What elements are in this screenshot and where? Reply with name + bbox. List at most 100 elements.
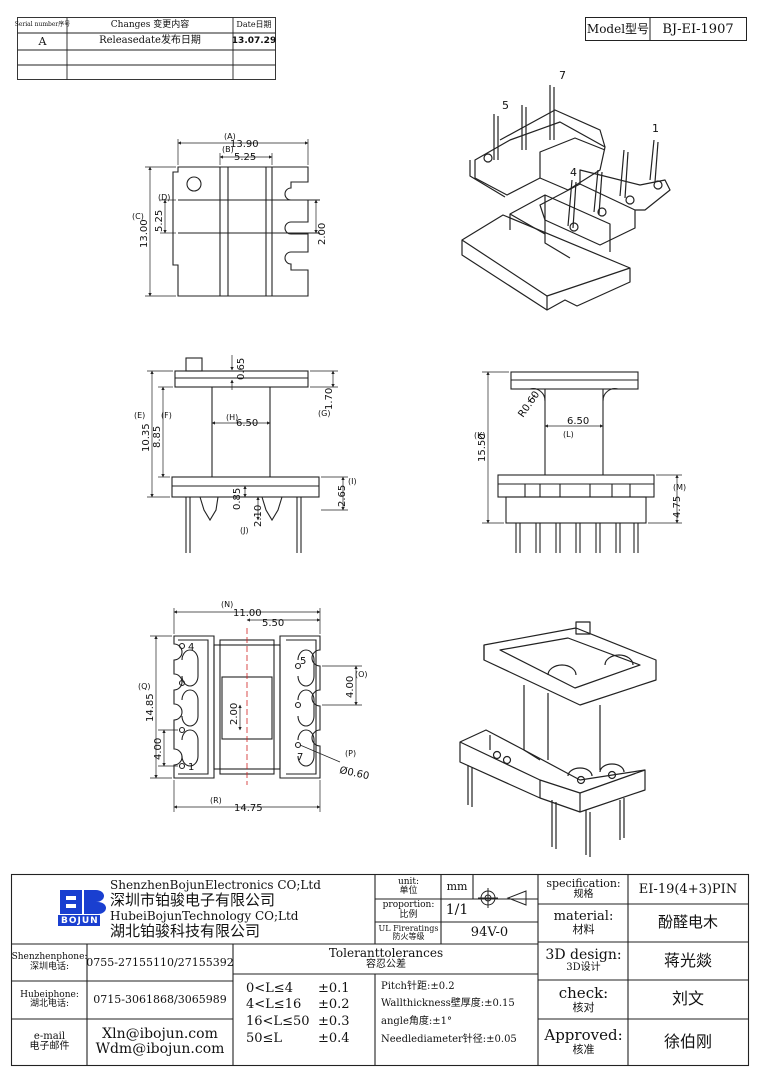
sz-phone-label: Shenzhenphone: bbox=[11, 952, 88, 963]
check-cell: check: 核对 bbox=[539, 980, 628, 1019]
rev-header-date: Date日期 bbox=[236, 20, 272, 30]
check-label-cn: 核对 bbox=[572, 1000, 595, 1014]
material-cell: material: 材料 bbox=[539, 904, 628, 942]
material-label: material: bbox=[553, 909, 614, 925]
model-box bbox=[585, 17, 747, 41]
rev-row-change: Releasedate发布日期 bbox=[99, 35, 201, 47]
dim-O-label: (O) bbox=[355, 670, 368, 679]
iso-pin-5: 5 bbox=[502, 99, 509, 112]
projection-symbol bbox=[478, 888, 527, 908]
dim-D-value: 5.25 bbox=[154, 210, 165, 232]
email-values: Xln@ibojun.com Wdm@ibojun.com bbox=[87, 1019, 233, 1065]
material-value: 酚醛电木 bbox=[657, 913, 718, 932]
dim-G-label: (G) bbox=[318, 409, 330, 418]
check-label: check: bbox=[558, 983, 609, 1002]
dim-J-label: (J) bbox=[240, 526, 249, 535]
title-block-grid bbox=[10, 873, 750, 1067]
design-label-cn: 3D设计 bbox=[566, 962, 601, 974]
ul-label-cn: 防火等级 bbox=[392, 932, 425, 941]
spec-label-cn: 规格 bbox=[573, 889, 594, 901]
dim-right-value: 2.00 bbox=[317, 223, 328, 245]
logo-text: BOJUN bbox=[61, 916, 99, 926]
approved-cell: Approved: 核准 bbox=[539, 1019, 628, 1065]
bottom-pin-1: 1 bbox=[188, 762, 194, 773]
sz-phone-label-cell: Shenzhenphone: 深圳电话: bbox=[11, 944, 88, 981]
hb-phone-label: Hubeiphone: bbox=[20, 989, 79, 1000]
dim-P-label: (P) bbox=[345, 749, 356, 758]
front-view bbox=[171, 357, 320, 553]
dim-H-value: 6.50 bbox=[236, 418, 258, 429]
tol-value-2: ±0.2 bbox=[318, 997, 350, 1012]
design-value: 蒋光燚 bbox=[663, 950, 712, 970]
dim-K-value: 15.50 bbox=[477, 433, 488, 462]
tol-note-needle: Needlediameter针径:±0.05 bbox=[381, 1034, 517, 1045]
dim-front-top: 0.65 bbox=[236, 358, 247, 380]
dim-bottom-top2: 5.50 bbox=[262, 618, 284, 629]
unit-value: mm bbox=[446, 880, 468, 894]
rev-row-date: 13.07.29 bbox=[231, 35, 277, 46]
email-1: Xln@ibojun.com bbox=[102, 1026, 218, 1043]
spec-label: specification: bbox=[546, 877, 621, 891]
company-en-1: ShenzhenBojunElectronics CO;Ltd bbox=[110, 878, 321, 892]
dim-A-label: (A) bbox=[224, 132, 236, 141]
tol-note-wall: Wallthickness壁厚度:±0.15 bbox=[381, 998, 515, 1009]
ul-cell: UL Fireratings 防火等级 bbox=[376, 922, 441, 944]
dim-C-value: 13.00 bbox=[139, 219, 150, 248]
iso-pin-1: 1 bbox=[652, 122, 659, 135]
proportion-label-cn: 比例 bbox=[399, 909, 418, 920]
unit-label-cn: 单位 bbox=[399, 886, 418, 896]
company-cn-2: 湖北铂骏科技有限公司 bbox=[110, 922, 261, 940]
spec-value: EI-19(4+3)PIN bbox=[638, 881, 738, 897]
dim-F-label: (F) bbox=[161, 411, 172, 420]
design-label: 3D design: bbox=[545, 947, 622, 964]
approved-label-cn: 核准 bbox=[572, 1043, 595, 1057]
revision-table bbox=[17, 17, 276, 80]
dim-C-label: (C) bbox=[132, 212, 144, 221]
bottom-pin-4: 4 bbox=[188, 642, 194, 653]
sz-phone-label-cn: 深圳电话: bbox=[29, 961, 70, 972]
dim-B-label: (B) bbox=[222, 145, 234, 154]
dim-I-label: (I) bbox=[348, 477, 357, 486]
dim-Q-value: 14.85 bbox=[145, 693, 156, 722]
dim-D-label: (D) bbox=[158, 193, 170, 202]
dim-N-value: 11.00 bbox=[233, 608, 262, 619]
material-label-cn: 材料 bbox=[572, 923, 595, 937]
email-label-cell: e-mail 电子邮件 bbox=[12, 1019, 87, 1065]
company-cn-1: 深圳市铂骏电子有限公司 bbox=[110, 891, 276, 909]
dim-N-label: (N) bbox=[221, 600, 233, 609]
hb-phone-label-cell: Hubeiphone: 湖北电话: bbox=[12, 981, 87, 1019]
bottom-pin-7: 7 bbox=[297, 752, 303, 763]
dim-E-label: (E) bbox=[134, 411, 145, 420]
proportion-label: proportion: bbox=[382, 900, 435, 911]
approved-value: 徐伯刚 bbox=[663, 1031, 712, 1051]
side-view bbox=[497, 371, 655, 553]
spec-cell: specification: 规格 bbox=[539, 875, 628, 904]
dim-side-H: 6.50 bbox=[567, 416, 589, 427]
dim-R-value: 14.75 bbox=[234, 803, 263, 814]
dim-E-value: 10.35 bbox=[141, 423, 152, 452]
top-view-outline bbox=[172, 166, 320, 297]
model-value: BJ-EI-1907 bbox=[662, 21, 734, 37]
rev-header-serial: Serial number序号 bbox=[14, 21, 71, 29]
tol-range-1: 0<L≤4 bbox=[246, 981, 293, 996]
hb-phone-value: 0715-3061868/3065989 bbox=[93, 993, 227, 1007]
dim-I-value: 2.65 bbox=[337, 485, 348, 507]
iso-pin-7: 7 bbox=[559, 69, 566, 82]
bojun-logo bbox=[58, 890, 106, 926]
ul-value: 94V-0 bbox=[470, 925, 509, 941]
dim-M-label: (M) bbox=[673, 483, 686, 492]
model-label: Model型号 bbox=[586, 22, 650, 37]
ul-label: UL Fireratings bbox=[378, 923, 439, 933]
iso-view-top bbox=[461, 85, 671, 311]
dim-K-label: (K) bbox=[474, 431, 486, 440]
dim-A-value: 13.90 bbox=[230, 139, 259, 150]
dim-F-value: 8.85 bbox=[152, 426, 163, 448]
hb-phone-label-cn: 湖北电话: bbox=[29, 999, 70, 1009]
unit-cell: unit: 单位 bbox=[376, 875, 441, 899]
tol-value-3: ±0.3 bbox=[318, 1014, 350, 1029]
dim-P-value: Ø0.60 bbox=[338, 764, 370, 782]
dim-B-value: 5.25 bbox=[234, 152, 256, 163]
iso-pin-4: 4 bbox=[570, 166, 577, 179]
dim-bottom-mid: 2.00 bbox=[229, 703, 240, 725]
tolerance-header: Toleranttolerances 容忍公差 bbox=[234, 944, 538, 974]
